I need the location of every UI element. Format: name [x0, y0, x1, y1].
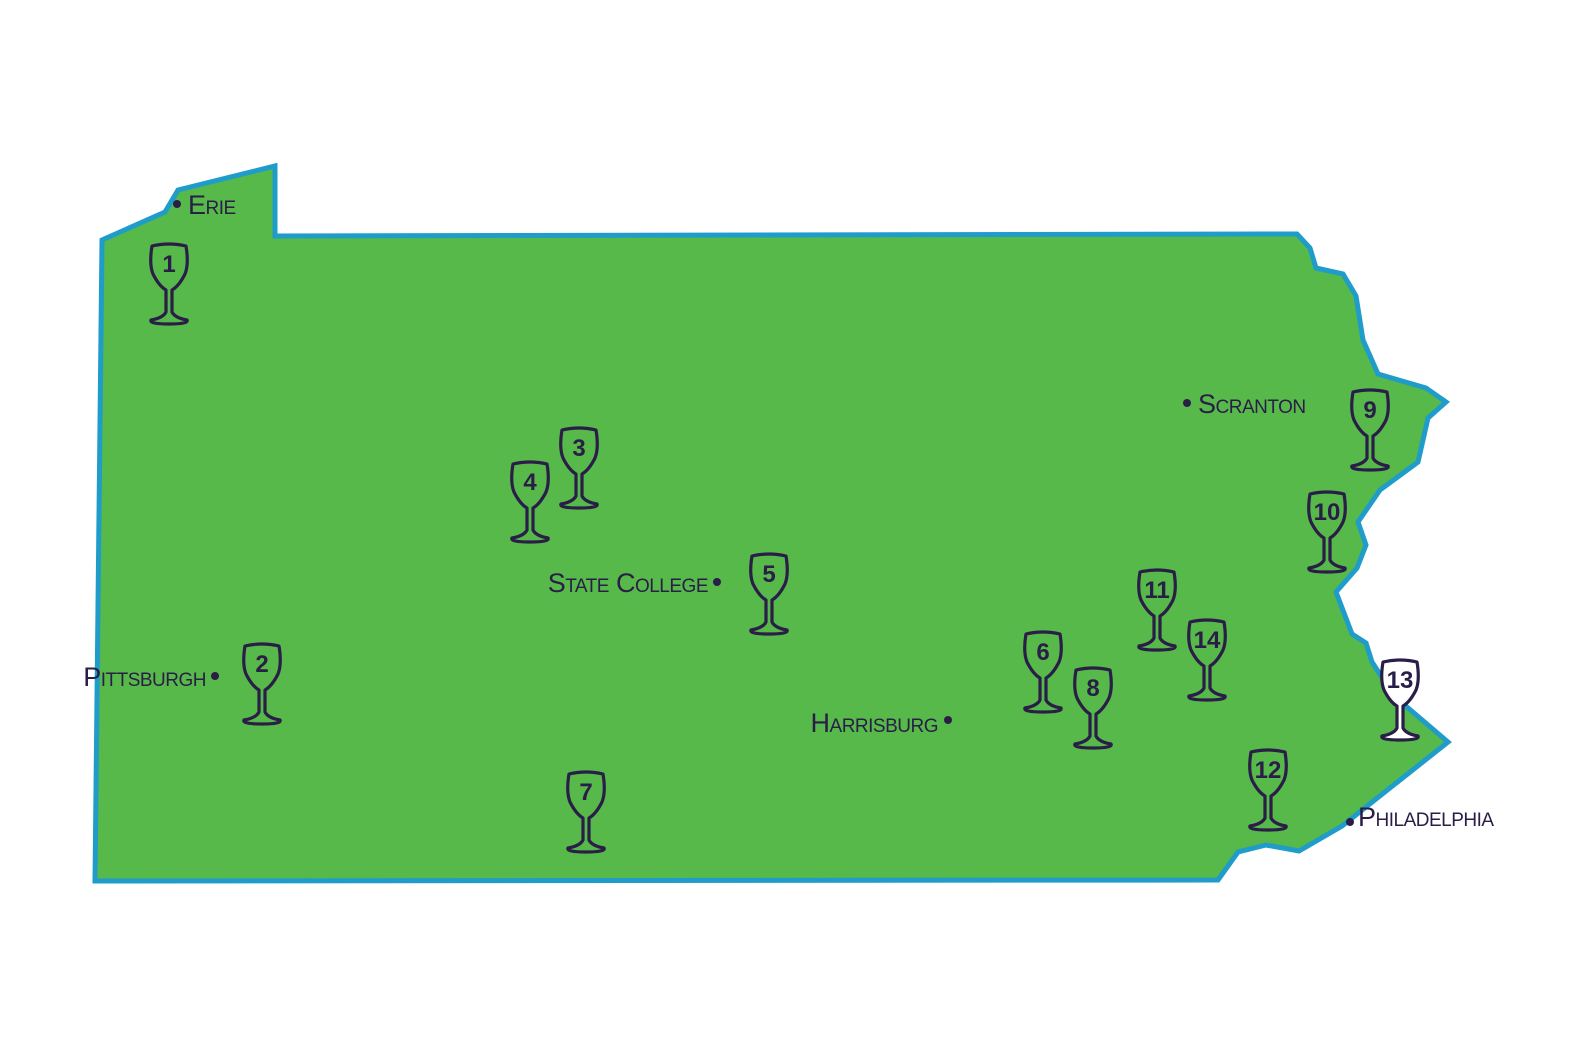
winery-number: 1	[162, 251, 175, 278]
wine-glass-icon	[1137, 568, 1177, 652]
city-harrisburg: Harrisburg	[811, 708, 952, 738]
city-label-scranton: Scranton	[1198, 389, 1306, 419]
wine-glass-icon	[1350, 388, 1390, 472]
winery-number: 10	[1314, 499, 1341, 526]
winery-marker-9[interactable]: 9	[1350, 388, 1390, 472]
winery-marker-14[interactable]: 14	[1187, 618, 1227, 702]
city-label-harrisburg: Harrisburg	[811, 708, 938, 738]
pennsylvania-state-outline	[92, 162, 1452, 884]
city-pittsburgh: Pittsburgh	[83, 662, 219, 692]
winery-marker-2[interactable]: 2	[242, 642, 282, 726]
wine-glass-icon	[1307, 490, 1347, 574]
city-label-state-college: State College	[548, 568, 708, 598]
city-label-philadelphia: Philadelphia	[1358, 802, 1494, 832]
city-marker-dot	[944, 716, 952, 724]
wine-glass-icon	[1187, 618, 1227, 702]
city-marker-dot	[713, 578, 721, 586]
city-philadelphia: Philadelphia	[1346, 802, 1495, 832]
winery-marker-1[interactable]: 1	[149, 242, 189, 326]
city-marker-dot	[211, 672, 219, 680]
wine-glass-icon	[559, 426, 599, 510]
city-label-erie: Erie	[188, 190, 236, 220]
winery-marker-10[interactable]: 10	[1307, 490, 1347, 574]
winery-marker-3[interactable]: 3	[559, 426, 599, 510]
winery-number: 8	[1086, 675, 1099, 702]
winery-number: 6	[1036, 639, 1049, 666]
winery-marker-12[interactable]: 12	[1248, 748, 1288, 832]
wine-glass-icon	[749, 552, 789, 636]
winery-number: 9	[1363, 397, 1376, 424]
winery-number: 5	[762, 561, 775, 588]
city-erie: Erie	[173, 190, 236, 220]
wine-glass-icon	[242, 642, 282, 726]
winery-marker-11[interactable]: 11	[1137, 568, 1177, 652]
winery-number: 14	[1194, 627, 1221, 654]
wine-glass-icon	[510, 460, 550, 544]
wine-glass-icon	[149, 242, 189, 326]
city-marker-dot	[173, 200, 181, 208]
winery-marker-5[interactable]: 5	[749, 552, 789, 636]
city-state-college: State College	[548, 568, 721, 598]
winery-number: 2	[255, 651, 268, 678]
winery-number: 4	[523, 469, 537, 496]
wine-glass-icon	[1248, 748, 1288, 832]
city-marker-dot	[1183, 399, 1191, 407]
winery-marker-7[interactable]: 7	[566, 770, 606, 854]
winery-number: 11	[1144, 577, 1169, 604]
winery-marker-4[interactable]: 4	[510, 460, 550, 544]
city-marker-dot	[1346, 818, 1354, 826]
city-label-pittsburgh: Pittsburgh	[83, 662, 206, 692]
winery-number: 7	[579, 779, 592, 806]
winery-marker-13[interactable]: 13	[1380, 658, 1420, 742]
city-scranton: Scranton	[1183, 389, 1306, 419]
wine-glass-icon	[1380, 658, 1420, 742]
wine-glass-icon	[566, 770, 606, 854]
winery-marker-6[interactable]: 6	[1023, 630, 1063, 714]
winery-number: 13	[1387, 667, 1414, 694]
winery-number: 3	[572, 435, 585, 462]
winery-number: 12	[1255, 757, 1282, 784]
wine-glass-icon	[1023, 630, 1063, 714]
winery-marker-8[interactable]: 8	[1073, 666, 1113, 750]
wine-glass-icon	[1073, 666, 1113, 750]
